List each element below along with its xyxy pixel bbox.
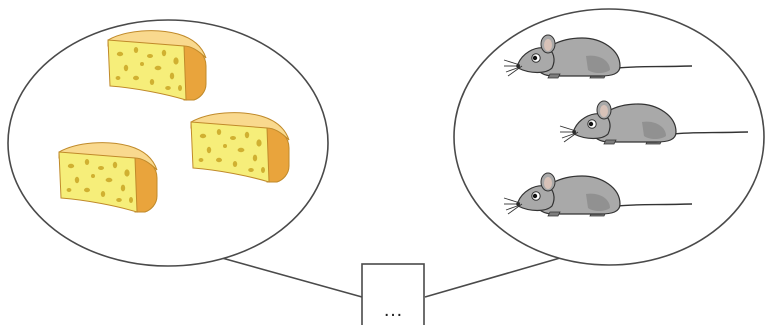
mapping-box: … xyxy=(362,264,424,325)
right-connector-line xyxy=(425,258,560,297)
left-set xyxy=(8,20,328,266)
right-set xyxy=(454,9,764,265)
mapping-box-label: … xyxy=(383,299,403,321)
left-connector-line xyxy=(222,258,362,297)
